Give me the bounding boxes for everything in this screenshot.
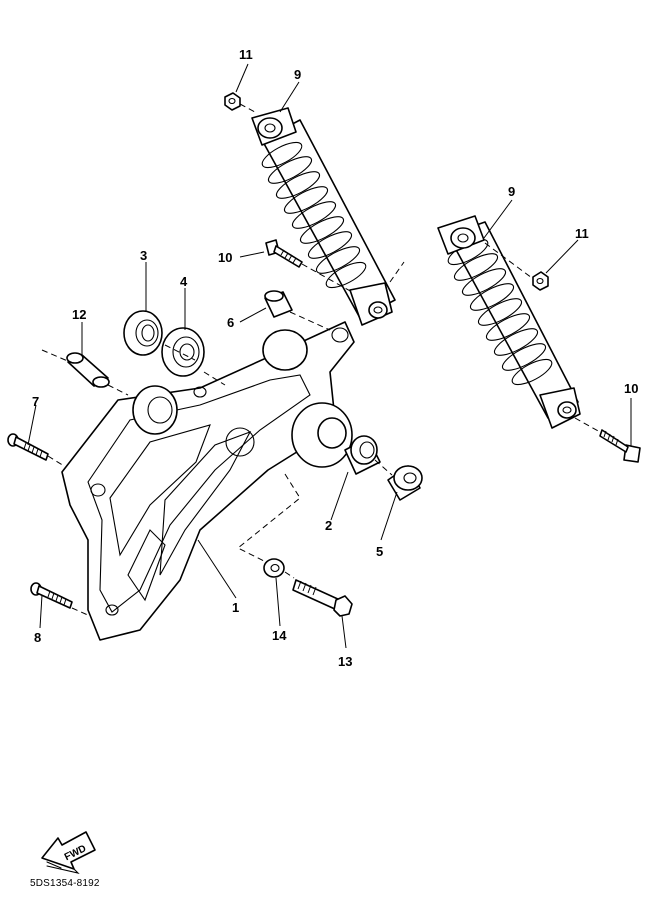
bolt-13 [292,579,353,617]
washer-14 [263,558,285,578]
bolt-8 [30,582,73,609]
callout-8: 8 [34,630,41,645]
shock-spring-right [447,221,579,419]
nut-11-upper [224,92,241,111]
callout-4: 4 [180,274,188,289]
callout-5: 5 [376,544,383,559]
callout-10-upper: 10 [218,250,232,265]
collar-6 [264,290,293,318]
callout-9-right: 9 [508,184,515,199]
bolt-7 [7,433,49,461]
callout-labels: 11 9 10 3 4 6 12 7 8 1 2 5 14 13 9 11 10 [32,47,638,669]
callout-3: 3 [140,248,147,263]
assembly-lines [41,103,601,617]
shock-absorber-upper [251,107,396,326]
callout-11-right: 11 [575,226,589,241]
cap-5 [387,465,423,501]
callout-1: 1 [232,600,239,615]
callout-2: 2 [325,518,332,533]
callout-10-right: 10 [624,381,638,396]
bearing-4 [161,327,205,377]
callout-12: 12 [72,307,86,322]
oil-seal-3 [123,310,163,356]
leader-lines [27,63,632,649]
bracket-1 [61,321,355,641]
callout-14: 14 [272,628,287,643]
bolt-10-upper [265,239,303,268]
callout-7: 7 [32,394,39,409]
nut-11-right [532,271,549,291]
fwd-arrow-icon: FWD [41,831,96,874]
shock-absorber-right [437,215,581,429]
callout-13: 13 [338,654,352,669]
callout-6: 6 [227,315,234,330]
bolt-10-right [599,429,641,463]
callout-9-upper: 9 [294,67,301,82]
collar-12 [66,352,110,388]
document-number: 5DS1354-8192 [30,878,100,889]
bushing-2 [344,435,381,475]
callout-11-upper: 11 [239,47,253,62]
